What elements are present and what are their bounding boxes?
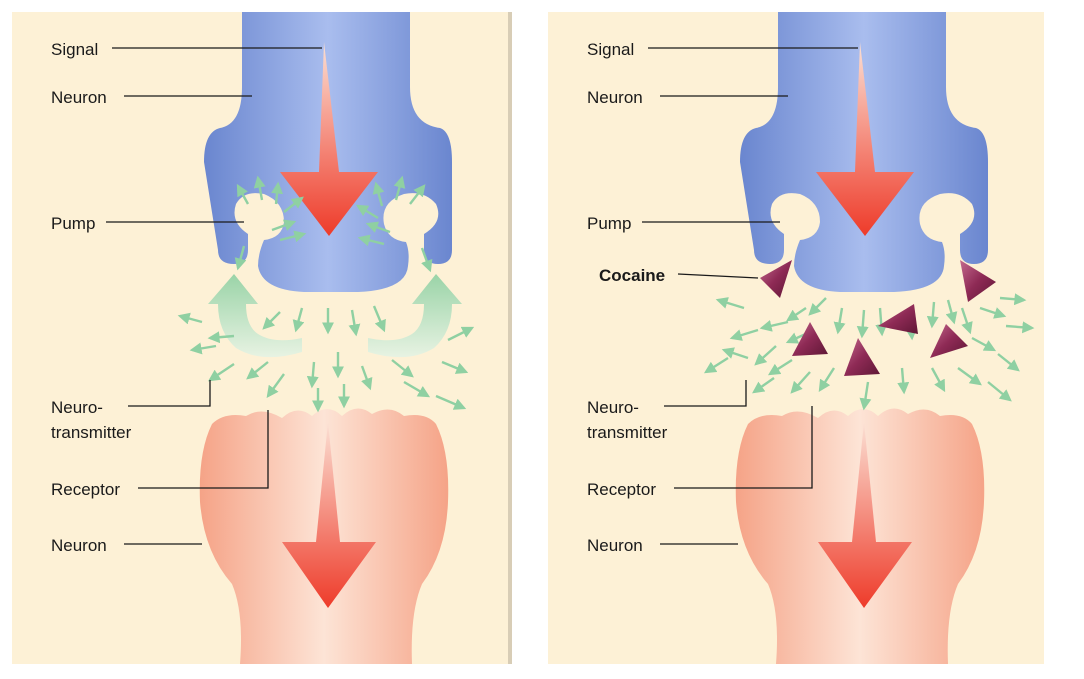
label-neurotransmitter-line2: transmitter xyxy=(51,422,131,443)
neurotransmitter-arrow xyxy=(724,350,748,358)
label-receptor: Receptor xyxy=(587,479,656,500)
neurotransmitter-arrow xyxy=(754,378,774,392)
label-neurotransmitter-line2: transmitter xyxy=(587,422,667,443)
neurotransmitter-arrow xyxy=(1000,298,1024,300)
neurotransmitter-arrow xyxy=(718,300,744,308)
cocaine-molecule xyxy=(878,304,918,334)
cocaine-leader xyxy=(678,274,758,278)
neurotransmitter-arrow xyxy=(448,328,472,340)
cocaine-molecule xyxy=(760,260,792,298)
neurotransmitter-arrow xyxy=(862,310,864,336)
neurotransmitter-arrow xyxy=(732,330,758,338)
neurotransmitter-arrow xyxy=(268,374,284,396)
neurotransmitter-arrow xyxy=(988,382,1010,400)
neurotransmitter-arrow xyxy=(902,368,904,392)
cocaine-molecule xyxy=(960,260,996,302)
neurotransmitter-arrow xyxy=(756,346,776,364)
neurotransmitter-arrow xyxy=(312,362,314,386)
neurotransmitter-arrow xyxy=(264,312,280,328)
neurotransmitter-arrow xyxy=(958,368,980,384)
neurotransmitter-arrow xyxy=(362,366,370,388)
neurotransmitter-molecules xyxy=(706,298,1032,408)
neurotransmitter-arrow xyxy=(762,322,788,328)
label-pump: Pump xyxy=(587,213,631,234)
label-neuron-top: Neuron xyxy=(587,87,643,108)
panel-with-cocaine: Signal Neuron Pump Cocaine Neuro- transm… xyxy=(548,12,1044,664)
label-cocaine: Cocaine xyxy=(599,265,665,286)
label-signal: Signal xyxy=(587,39,634,60)
label-neuron-top: Neuron xyxy=(51,87,107,108)
neurotransmitter-arrow xyxy=(436,396,464,408)
neurotransmitter-arrow xyxy=(180,316,202,322)
label-receptor: Receptor xyxy=(51,479,120,500)
neurotransmitter-arrow xyxy=(404,382,428,396)
neurotransmitter-arrow xyxy=(838,308,842,332)
neurotransmitter-arrow xyxy=(948,300,954,322)
neurotransmitter-arrow xyxy=(792,372,810,392)
synapse-diagram-normal xyxy=(12,12,508,664)
neurotransmitter-arrow xyxy=(932,302,934,326)
neurotransmitter-leader xyxy=(128,380,210,406)
neurotransmitter-arrow xyxy=(972,338,994,350)
panel-normal: Signal Neuron Pump Neuro- transmitter Re… xyxy=(12,12,508,664)
label-neurotransmitter-line1: Neuro- xyxy=(587,397,639,418)
neurotransmitter-leader xyxy=(664,380,746,406)
neurotransmitter-arrow xyxy=(392,360,412,376)
label-neuron-bottom: Neuron xyxy=(587,535,643,556)
neurotransmitter-arrow xyxy=(932,368,944,390)
label-pump: Pump xyxy=(51,213,95,234)
neurotransmitter-arrow xyxy=(864,382,868,408)
neurotransmitter-arrow xyxy=(820,368,834,390)
neurotransmitter-arrow xyxy=(442,362,466,372)
neurotransmitter-arrow xyxy=(352,310,356,334)
neurotransmitter-arrow xyxy=(788,308,806,320)
cocaine-molecule xyxy=(844,338,880,376)
cocaine-molecule xyxy=(930,324,968,358)
label-neurotransmitter-line1: Neuro- xyxy=(51,397,103,418)
neurotransmitter-arrow xyxy=(962,308,970,332)
label-neuron-bottom: Neuron xyxy=(51,535,107,556)
neurotransmitter-arrow xyxy=(706,358,728,372)
neurotransmitter-arrow xyxy=(374,306,384,330)
neurotransmitter-arrow xyxy=(880,308,882,334)
neurotransmitter-arrow xyxy=(810,298,826,314)
neurotransmitter-arrow xyxy=(998,354,1018,370)
label-signal: Signal xyxy=(51,39,98,60)
neurotransmitter-arrow xyxy=(980,308,1004,316)
neurotransmitter-arrow xyxy=(192,346,216,350)
neurotransmitter-arrow xyxy=(248,362,268,378)
neurotransmitter-arrow xyxy=(210,364,234,380)
neurotransmitter-arrow xyxy=(770,360,792,374)
neurotransmitter-arrow xyxy=(296,308,302,330)
synapse-diagram-cocaine xyxy=(548,12,1044,664)
neurotransmitter-arrow xyxy=(1006,326,1032,328)
